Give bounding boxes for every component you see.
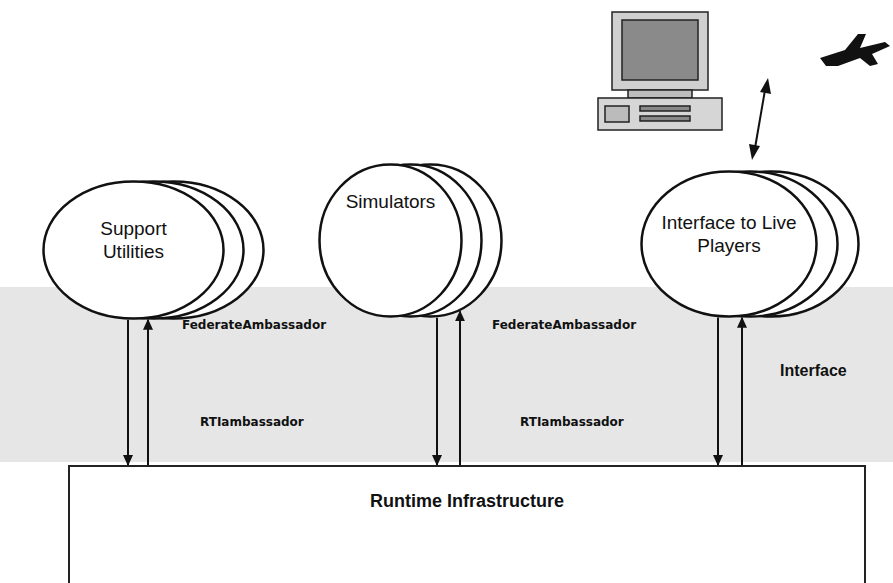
call-arrow	[459, 311, 461, 465]
call-arrow	[436, 318, 438, 465]
computer-icon	[598, 12, 722, 130]
federate-ellipse: Simulators	[318, 163, 463, 318]
live-link-arrow	[749, 78, 771, 160]
call-arrow	[741, 318, 743, 465]
interface-label: RTIambassador	[200, 415, 304, 429]
interface-label: FederateAmbassador	[182, 318, 326, 332]
box-title: Runtime Infrastructure	[70, 491, 864, 513]
federate-ellipse: Interface to Live Players	[640, 170, 818, 318]
interface-label: RTIambassador	[520, 415, 624, 429]
ellipse-title: Support Utilities	[74, 218, 194, 264]
call-arrow	[717, 317, 719, 465]
jet-icon	[820, 34, 890, 66]
call-arrow	[127, 320, 129, 465]
ellipse-title: Interface to Live Players	[659, 212, 799, 258]
interface-label: FederateAmbassador	[492, 318, 636, 332]
stacked-ellipse	[318, 163, 463, 318]
layer-label: Interface	[780, 362, 847, 380]
ellipse-title: Simulators	[326, 191, 456, 214]
federate-ellipse: Support Utilities	[42, 180, 225, 320]
call-arrow	[147, 320, 149, 465]
infrastructure-box: Runtime Infrastructure	[68, 465, 866, 583]
